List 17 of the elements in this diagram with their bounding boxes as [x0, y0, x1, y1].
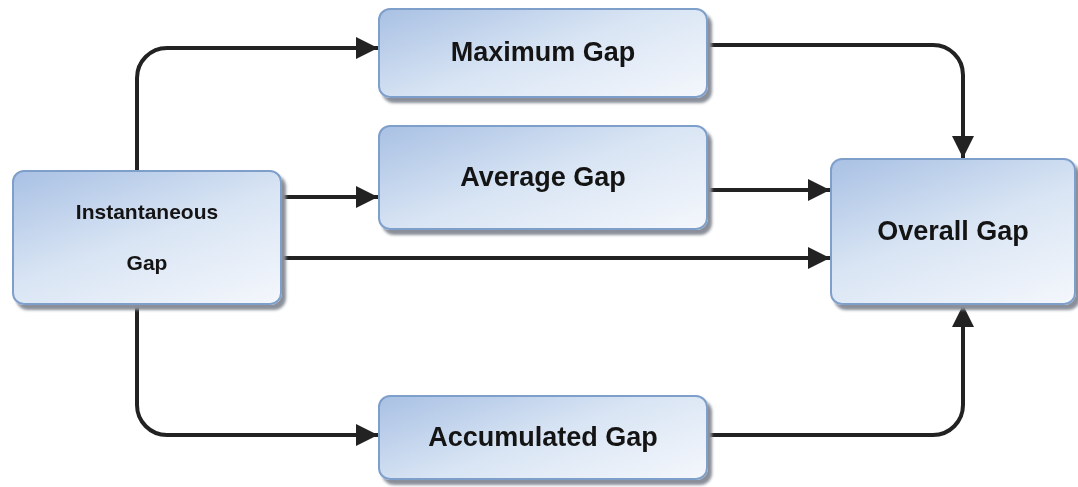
box-label: Average Gap: [460, 160, 626, 194]
process-box: [830, 158, 1076, 305]
arrow: [135, 37, 378, 170]
box-label: Maximum Gap: [450, 36, 636, 70]
process-box: [378, 125, 708, 230]
arrow: [282, 186, 378, 208]
arrow: [135, 305, 378, 446]
box-label: Instantaneous Gap: [74, 199, 220, 276]
process-box: [378, 8, 708, 98]
arrow: [708, 179, 830, 201]
process-box: [378, 395, 708, 480]
arrow: [708, 43, 974, 158]
arrow: [708, 305, 974, 437]
box-label: Accumulated Gap: [428, 420, 658, 454]
arrow: [282, 247, 830, 269]
box-label: Overall Gap: [877, 214, 1029, 248]
process-box: [12, 170, 282, 305]
